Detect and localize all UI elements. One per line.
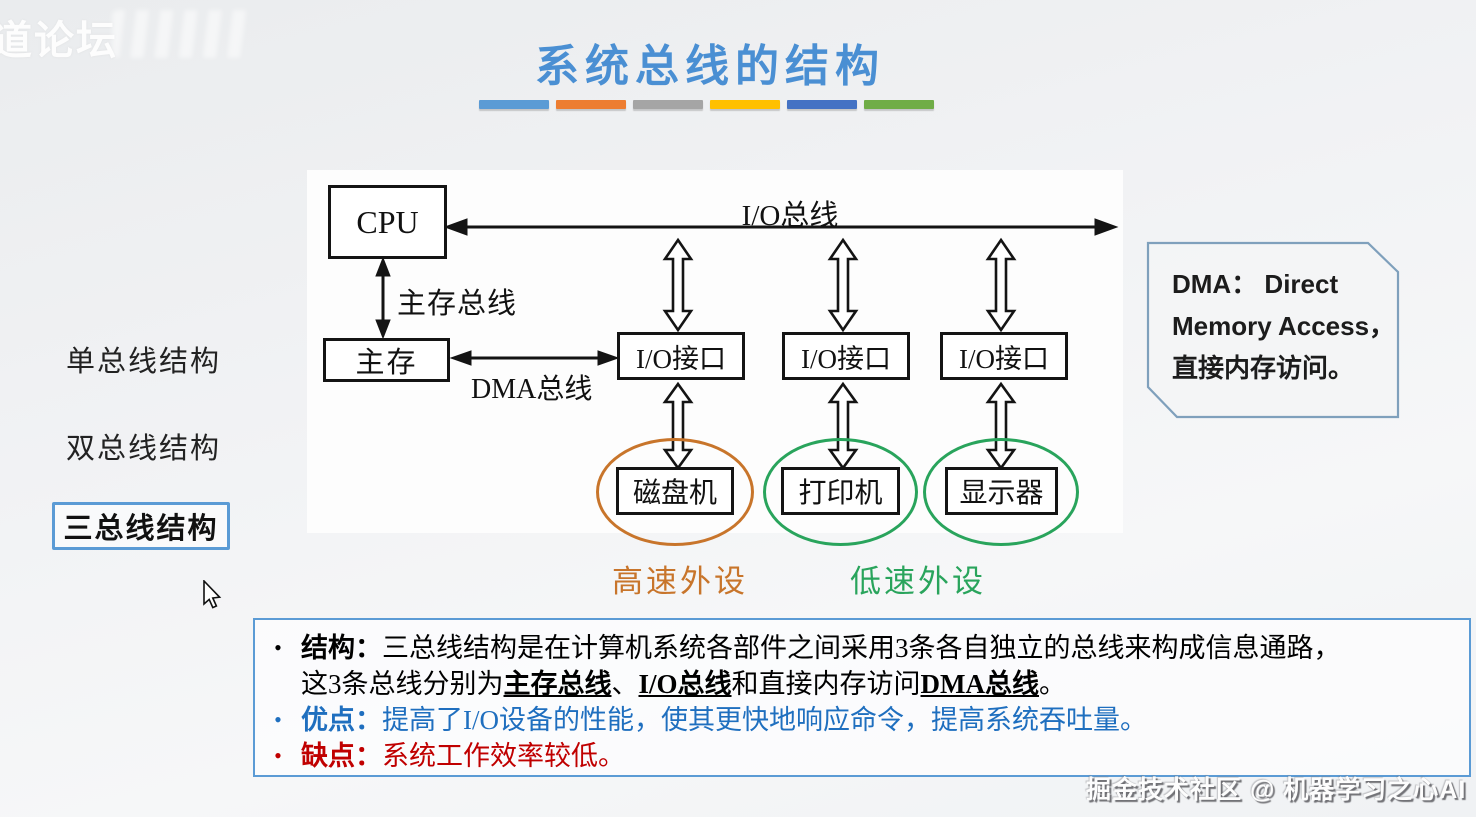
io-interface-box-1: I/O接口 [617, 332, 745, 380]
io-bus-arrow [443, 218, 1119, 236]
disadvantage-text: 系统工作效率较低。 [382, 741, 625, 771]
dma-bus-term: DMA总线 [920, 669, 1039, 699]
mouse-cursor [202, 579, 224, 615]
display-box: 显示器 [945, 467, 1058, 515]
advantage-term: 优点： [301, 705, 382, 735]
accent-bar-2 [556, 100, 626, 109]
dma-note-callout: DMA： Direct Memory Access， 直接内存访问。 [1146, 241, 1400, 419]
watermark-bottom-right: 掘金技术社区 @ 机器学习之心AI [1086, 776, 1467, 804]
dma-bus-arrow [449, 350, 620, 366]
dma-note-line2: Memory Access， [1172, 311, 1396, 341]
bullet-icon: • [274, 743, 282, 768]
page-title: 系统总线的结构 [535, 42, 885, 91]
accent-bar-6 [864, 100, 934, 109]
high-speed-peripherals-label: 高速外设 [612, 564, 748, 599]
printer-box: 打印机 [781, 467, 900, 515]
memory-box: 主存 [323, 338, 450, 382]
structure-seg4: 。 [1039, 669, 1066, 699]
watermark-top-left: 道论坛 [0, 19, 118, 63]
disk-box: 磁盘机 [616, 467, 734, 515]
disadvantage-term: 缺点： [301, 741, 382, 771]
memory-bus-term: 主存总线 [503, 669, 612, 699]
notes-box: • 结构：三总线结构是在计算机系统各部件之间采用3条各自独立的总线来构成信息通路… [253, 618, 1471, 777]
dma-note-border [1146, 241, 1400, 419]
dma-note-line1: DMA： Direct [1172, 269, 1339, 299]
structure-seg3: 和直接内存访问 [731, 669, 921, 699]
structure-seg2: 、 [611, 669, 639, 699]
bus-diagram: CPU 主存 I/O接口 I/O接口 I/O接口 I/O总线 主存总线 DMA总… [307, 170, 1123, 546]
cpu-box: CPU [328, 185, 447, 259]
memory-bus-arrow [375, 256, 391, 340]
accent-bar-5 [787, 100, 857, 109]
structure-text-line1: 三总线结构是在计算机系统各部件之间采用3条各自独立的总线来构成信息通路， [382, 633, 1341, 663]
sidebar-item-double-bus[interactable]: 双总线结构 [66, 433, 222, 465]
structure-note-line1: • 结构：三总线结构是在计算机系统各部件之间采用3条各自独立的总线来构成信息通路… [255, 630, 1469, 666]
advantage-note-line: • 优点：提高了I/O设备的性能，使其更快地响应命令，提高系统吞吐量。 [255, 702, 1469, 738]
dma-bus-label: DMA总线 [471, 374, 593, 405]
dma-note-text: DMA： Direct Memory Access， 直接内存访问。 [1172, 263, 1395, 389]
memory-bus-label: 主存总线 [397, 288, 518, 320]
disk-ellipse [596, 438, 754, 546]
sidebar-item-triple-bus-active[interactable]: 三总线结构 [52, 502, 230, 550]
accent-bar-1 [479, 100, 549, 109]
diagram-arrows [375, 218, 1119, 471]
disadvantage-note-line: • 缺点：系统工作效率较低。 [255, 738, 1469, 774]
display-ellipse [923, 438, 1079, 546]
accent-bar-4 [710, 100, 780, 109]
hollow-arrows-bus-to-interfaces [662, 237, 1017, 333]
advantage-text: 提高了I/O设备的性能，使其更快地响应命令，提高系统吞吐量。 [382, 705, 1147, 735]
io-interface-box-2: I/O接口 [782, 332, 910, 380]
io-interface-box-3: I/O接口 [940, 332, 1068, 380]
structure-seg1: 这3条总线分别为 [301, 669, 504, 699]
low-speed-peripherals-label: 低速外设 [850, 564, 986, 599]
dma-note-line3: 直接内存访问。 [1172, 353, 1355, 383]
sidebar-item-single-bus[interactable]: 单总线结构 [66, 346, 222, 378]
accent-bar-3 [633, 100, 703, 109]
bullet-icon: • [274, 635, 282, 660]
structure-note-line2: 这3条总线分别为主存总线、I/O总线和直接内存访问DMA总线。 [255, 666, 1469, 702]
watermark-logo [112, 10, 252, 58]
printer-ellipse [763, 438, 918, 546]
bullet-icon: • [274, 707, 282, 732]
io-bus-label: I/O总线 [741, 200, 839, 232]
structure-term: 结构： [301, 633, 382, 663]
io-bus-term: I/O总线 [638, 669, 732, 699]
